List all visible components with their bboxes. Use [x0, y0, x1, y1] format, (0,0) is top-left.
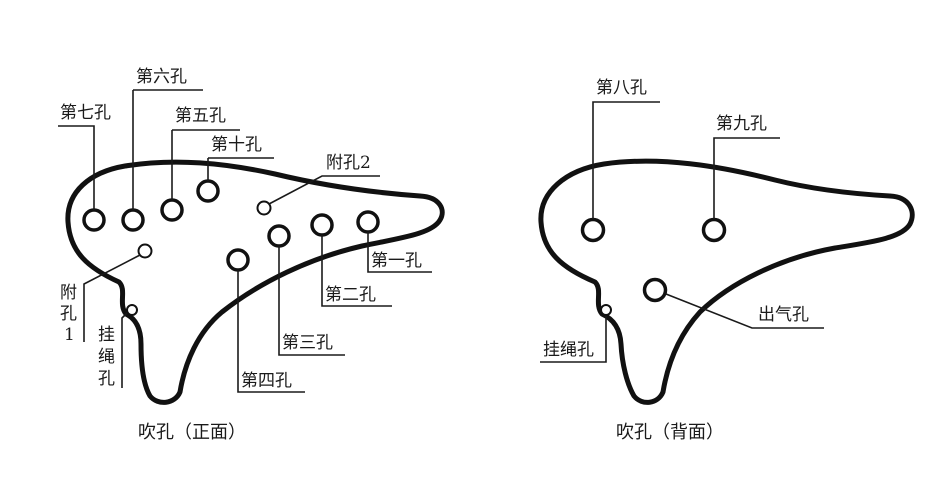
leader-aux-1	[83, 254, 141, 342]
leader-aux-2	[268, 175, 380, 205]
label-aux-1-char-1: 附	[60, 283, 77, 303]
front-view: 第七孔 第六孔 第五孔 第十孔 附孔2 第一孔 第二孔 第三孔 第四孔 附 孔 …	[58, 67, 445, 443]
front-body-outline	[65, 159, 445, 405]
label-vent: 出气孔	[758, 305, 809, 325]
label-hole-10: 第十孔	[211, 135, 262, 155]
back-hole-9	[701, 217, 727, 243]
back-lanyard-hole	[600, 304, 612, 316]
leader-hole-3	[278, 246, 345, 356]
front-hole-1	[356, 210, 380, 234]
front-hole-4	[226, 248, 250, 272]
label-hole-5: 第五孔	[175, 106, 226, 126]
label-lanyard-front-char-3: 孔	[98, 369, 115, 389]
back-body-outline	[538, 158, 915, 405]
leader-hole-1	[367, 232, 432, 273]
label-aux-1-char-3: 1	[64, 325, 75, 345]
leader-vent	[665, 293, 824, 329]
label-hole-3: 第三孔	[282, 333, 333, 353]
label-lanyard-front-char-1: 挂	[98, 325, 115, 345]
label-aux-2: 附孔2	[326, 153, 371, 173]
leader-lanyard-front	[121, 312, 128, 388]
label-hole-4: 第四孔	[241, 371, 292, 391]
back-caption: 吹孔（背面）	[616, 422, 724, 443]
label-hole-2: 第二孔	[325, 285, 376, 305]
back-hole-8	[580, 217, 606, 243]
front-caption: 吹孔（正面）	[138, 422, 246, 443]
leader-hole-2	[321, 235, 392, 307]
front-aux-hole-1	[137, 243, 153, 259]
front-hole-5	[160, 198, 184, 222]
label-lanyard-back: 挂绳孔	[543, 340, 594, 360]
back-view: 第八孔 第九孔 出气孔 挂绳孔 吹孔（背面）	[538, 78, 915, 443]
label-hole-7: 第七孔	[60, 103, 111, 123]
leader-lanyard-back	[540, 316, 607, 363]
front-hole-3	[267, 224, 291, 248]
front-lanyard-hole	[126, 304, 138, 316]
leader-hole-8	[592, 101, 660, 219]
back-vent-hole	[642, 277, 668, 303]
label-hole-8: 第八孔	[596, 78, 647, 98]
front-aux-hole-2	[256, 200, 272, 216]
label-lanyard-front-char-2: 绳	[98, 347, 115, 367]
label-hole-6: 第六孔	[136, 67, 187, 87]
front-hole-6	[121, 208, 145, 232]
label-aux-1-char-2: 孔	[60, 304, 77, 324]
front-hole-7	[82, 208, 106, 232]
front-hole-2	[310, 213, 334, 237]
leader-hole-7	[58, 125, 95, 210]
leader-hole-4	[237, 270, 305, 393]
leader-hole-9	[713, 137, 780, 219]
label-hole-1: 第一孔	[371, 251, 422, 271]
label-hole-9: 第九孔	[716, 114, 767, 134]
front-hole-10	[196, 179, 220, 203]
